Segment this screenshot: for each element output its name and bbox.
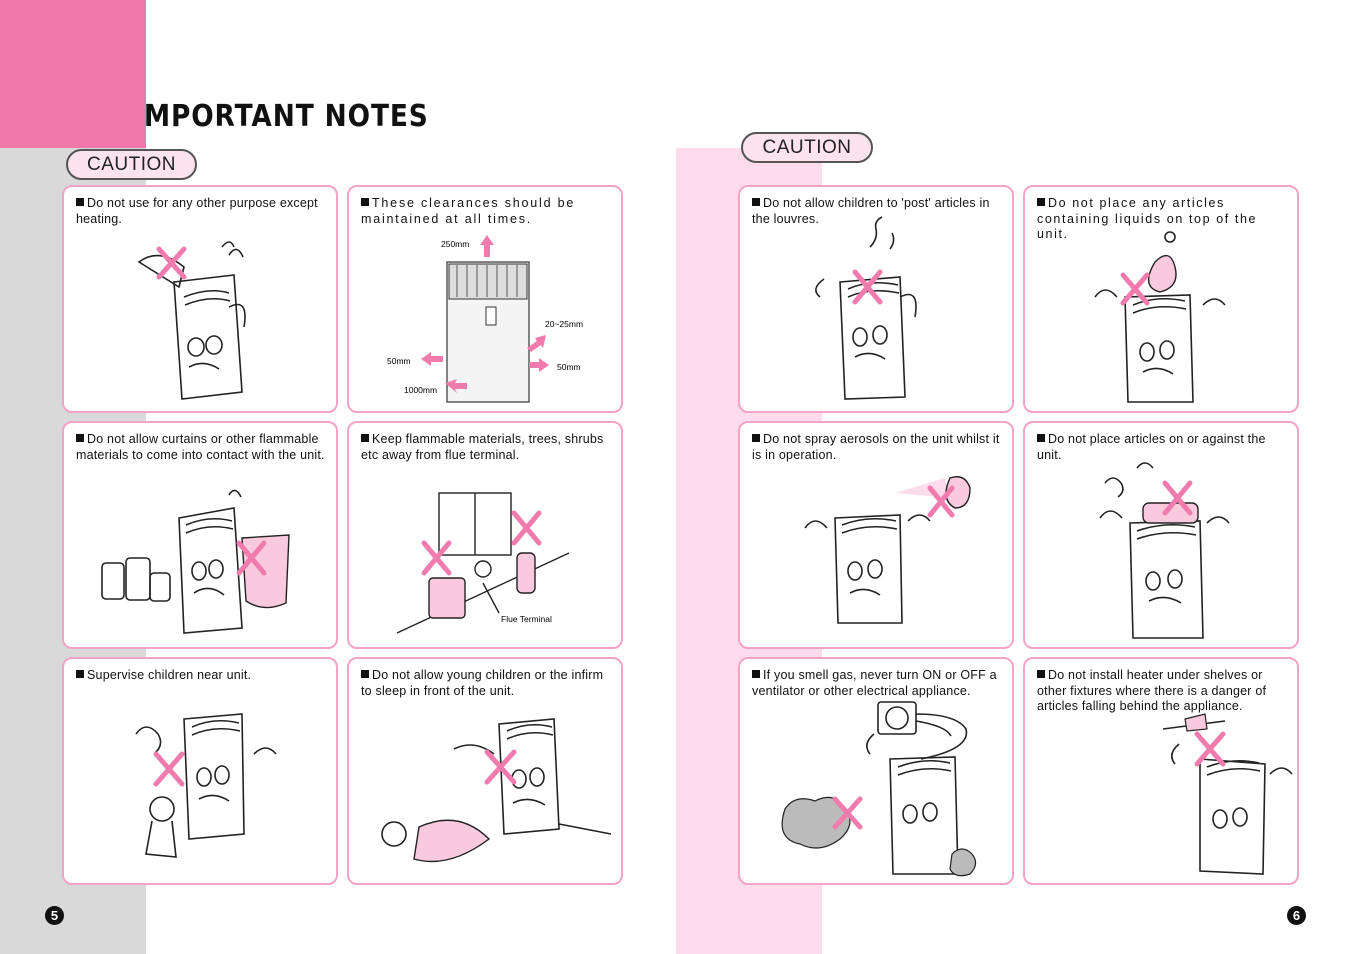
note-panel-louvres: Do not allow children to 'post' articles… xyxy=(738,185,1014,413)
clearance-right-label: 50mm xyxy=(557,362,581,372)
curtain-illustration xyxy=(101,489,290,634)
note-text: These clearances should be maintained at… xyxy=(361,196,576,226)
note-text: Do not use for any other purpose except … xyxy=(76,196,318,226)
page-title-text: MPORTANT NOTES xyxy=(143,99,429,134)
shelf-illustration xyxy=(1162,713,1293,875)
page-number-right: 6 xyxy=(1287,906,1306,925)
articles-illustration xyxy=(1099,462,1230,639)
note-panel-gas-smell: If you smell gas, never turn ON or OFF a… xyxy=(738,657,1014,885)
note-text: Do not spray aerosols on the unit whilst… xyxy=(752,432,1000,462)
note-text: Do not install heater under shelves or o… xyxy=(1037,668,1267,713)
page-title: MPORTANT NOTES xyxy=(128,96,429,134)
sleeping-child-illustration xyxy=(381,718,612,863)
note-panel-clearances: These clearances should be maintained at… xyxy=(347,185,623,413)
note-panel-liquids: Do not place any articles containing liq… xyxy=(1023,185,1299,413)
note-panel-sleeping: Do not allow young children or the infir… xyxy=(347,657,623,885)
clearance-top-label: 250mm xyxy=(441,239,469,249)
child-illustration xyxy=(135,713,277,858)
caution-badge-left: CAUTION xyxy=(66,149,197,180)
clearance-diagram: 250mm 20~25mm 50mm 50mm 1000mm xyxy=(387,235,583,403)
note-panel-aerosols: Do not spray aerosols on the unit whilst… xyxy=(738,421,1014,649)
flue-terminal-label: Flue Terminal xyxy=(501,614,552,624)
clearance-side-label: 20~25mm xyxy=(545,319,583,329)
note-text: Do not allow curtains or other flammable… xyxy=(76,432,325,462)
louvre-illustration xyxy=(815,216,917,400)
caution-badge-right: CAUTION xyxy=(741,132,873,163)
note-panel-curtains: Do not allow curtains or other flammable… xyxy=(62,421,338,649)
note-text: If you smell gas, never turn ON or OFF a… xyxy=(752,668,997,698)
note-panel-articles-against: Do not place articles on or against the … xyxy=(1023,421,1299,649)
note-text: Keep flammable materials, trees, shrubs … xyxy=(361,432,604,462)
gas-illustration xyxy=(781,701,977,877)
page-number-left: 5 xyxy=(45,906,64,925)
aerosol-illustration xyxy=(804,476,971,624)
heater-illustration xyxy=(137,241,246,400)
flue-terminal-illustration: Flue Terminal xyxy=(396,492,570,634)
note-panel-heating-only: Do not use for any other purpose except … xyxy=(62,185,338,413)
note-panel-supervise-children: Supervise children near unit. xyxy=(62,657,338,885)
note-text: Do not place any articles containing liq… xyxy=(1037,196,1258,241)
note-panel-flue-terminal: Keep flammable materials, trees, shrubs … xyxy=(347,421,623,649)
title-initial-bar xyxy=(128,96,137,132)
clearance-left-label: 50mm xyxy=(387,356,411,366)
note-text: Do not allow children to 'post' articles… xyxy=(752,196,990,226)
note-panel-shelves: Do not install heater under shelves or o… xyxy=(1023,657,1299,885)
note-text: Do not allow young children or the infir… xyxy=(361,668,604,698)
clearance-front-label: 1000mm xyxy=(404,385,437,395)
note-text: Supervise children near unit. xyxy=(76,668,328,684)
note-text: Do not place articles on or against the … xyxy=(1037,432,1266,462)
vase-illustration xyxy=(1094,231,1226,403)
header-pink-block xyxy=(0,0,146,148)
